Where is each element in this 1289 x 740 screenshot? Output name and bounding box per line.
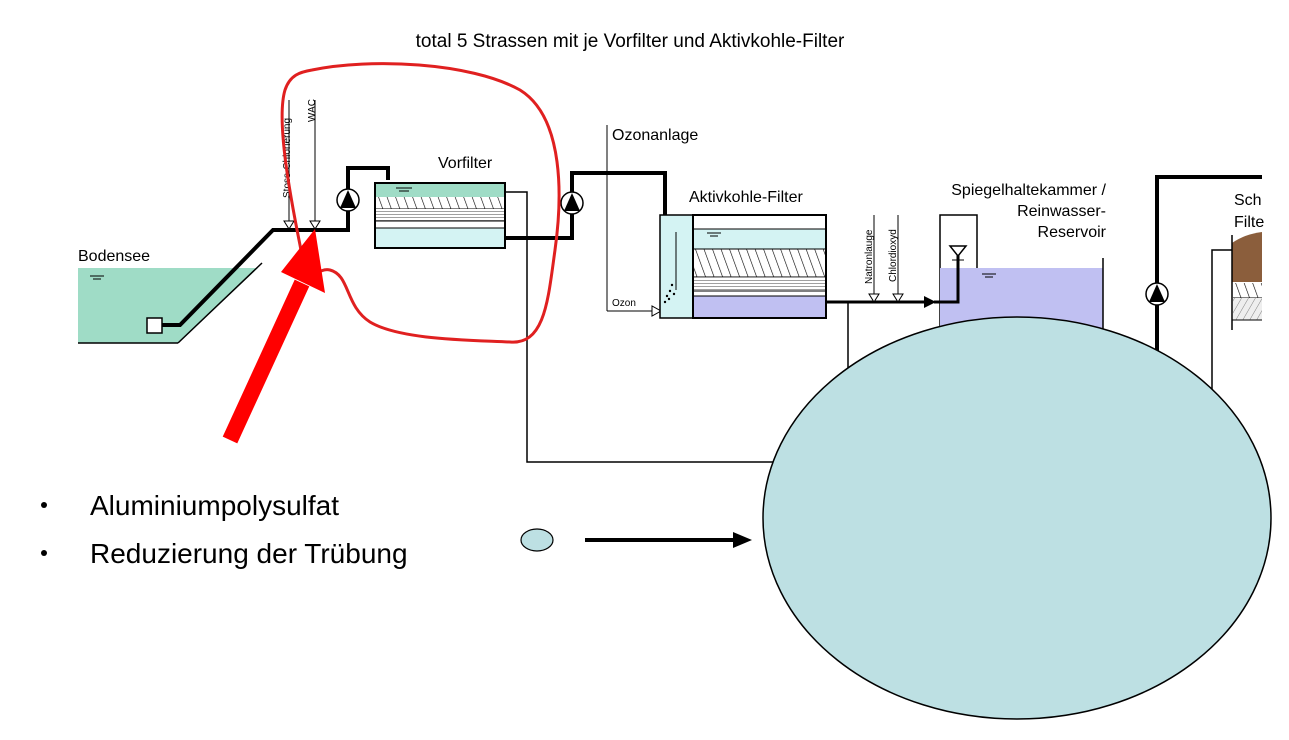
right-label-2: Filte [1234, 214, 1264, 231]
right-filter-tank [1231, 232, 1262, 330]
red-arrow [222, 229, 325, 444]
vorfilter-label: Vorfilter [438, 155, 493, 172]
pump-icon [1145, 282, 1169, 306]
spiegel-label-2: Reinwasser- [1017, 203, 1106, 220]
natronlauge-label: Natronlauge [864, 229, 875, 284]
right-outlet [1211, 249, 1232, 400]
dosing-lines-2 [868, 215, 904, 303]
intake-pipe [162, 166, 390, 327]
bodensee-label: Bodensee [78, 248, 150, 265]
wac-label: WAC [307, 99, 318, 122]
dosing-lines-1 [283, 100, 321, 230]
ozonanlage-label: Ozonanlage [612, 127, 698, 144]
spiegel-label-1: Spiegelhaltekammer / [951, 182, 1106, 199]
ozon-label: Ozon [612, 298, 636, 309]
highlight-loop [280, 62, 561, 344]
aktivkohle-tank [659, 214, 827, 319]
bullet-icon [41, 550, 47, 556]
bullet-item-1: Aluminiumpolysulfat [90, 490, 339, 521]
bullet-icon [41, 502, 47, 508]
bullet-list: Aluminiumpolysulfat Reduzierung der Trüb… [41, 490, 408, 569]
bodensee-lake [78, 262, 263, 344]
reservoir-tank [934, 214, 1104, 330]
stoss-label: Stoss-Chlorierung [282, 118, 293, 198]
pump-icon [336, 188, 360, 212]
diagram-title: total 5 Strassen mit je Vorfilter und Ak… [416, 31, 845, 52]
pipe-to-aktivkohle [505, 171, 667, 240]
bullet-item-2: Reduzierung der Trübung [90, 538, 408, 569]
right-label-1: Sch [1234, 192, 1262, 209]
flow-arrowhead [924, 296, 936, 308]
chlordioxyd-label: Chlordioxyd [888, 229, 899, 282]
small-ellipse [520, 528, 554, 552]
arrow-right-icon [585, 532, 752, 548]
pump-icon [560, 191, 584, 215]
aktivkohle-label: Aktivkohle-Filter [689, 189, 803, 206]
spiegel-label-3: Reservoir [1038, 224, 1107, 241]
zoom-ellipse [762, 316, 1272, 720]
vorfilter-outlet [505, 191, 776, 463]
ozon-arrow [651, 305, 663, 317]
vorfilter-tank [374, 182, 506, 249]
